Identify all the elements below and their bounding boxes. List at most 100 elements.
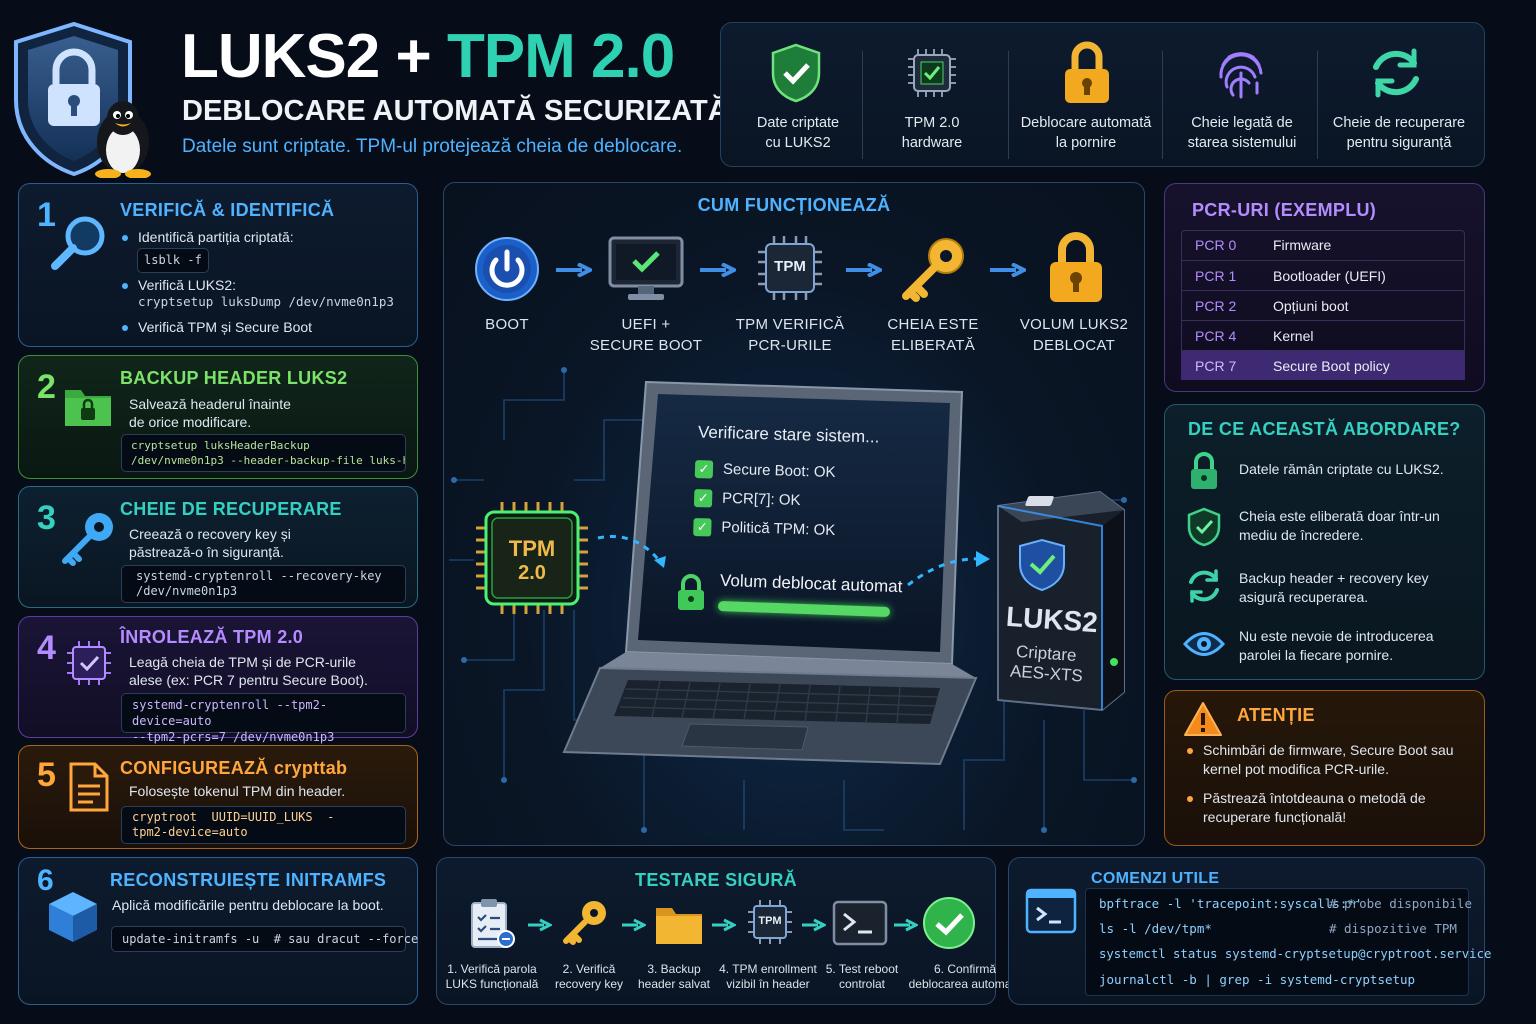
step-title: CONFIGUREAZĂ crypttab bbox=[120, 758, 348, 778]
chip-check-icon bbox=[65, 639, 113, 687]
check-tpm-policy: ✓Politică TPM: OK bbox=[693, 518, 835, 551]
screen-padlock-icon bbox=[676, 574, 706, 612]
test-arrow bbox=[622, 918, 646, 932]
step-3-panel: 3 CHEIE DE RECUPERARE Creează o recovery… bbox=[18, 486, 418, 608]
why-item: Datele rămân criptate cu LUKS2. bbox=[1239, 461, 1444, 477]
step-bullet: Verifică LUKS2: bbox=[121, 277, 237, 293]
warning-triangle-icon bbox=[1183, 701, 1223, 737]
why-shield-icon bbox=[1187, 507, 1221, 547]
command-line[interactable]: bpftrace -l 'tracepoint:syscalls:*' bbox=[1099, 896, 1363, 911]
cube-icon bbox=[45, 888, 101, 944]
check-secure-boot: ✓Secure Boot: OK bbox=[694, 460, 837, 493]
boot-power-icon bbox=[474, 236, 540, 302]
tpm-chip-label: TPM bbox=[774, 258, 806, 275]
command-line[interactable]: ls -l /dev/tpm* bbox=[1099, 921, 1212, 936]
step-title: RECONSTRUIEȘTE INITRAMFS bbox=[110, 870, 387, 890]
padlock-open-icon bbox=[1061, 41, 1113, 105]
code-tpm-enroll[interactable]: systemd-cryptenroll --tpm2-device=auto--… bbox=[121, 693, 406, 744]
why-panel: DE CE ACEASTĂ ABORDARE? Datele rămân cri… bbox=[1164, 404, 1485, 680]
test-chip-label: TPM bbox=[758, 915, 782, 927]
gold-key-icon bbox=[898, 234, 968, 304]
step-number: 4 bbox=[37, 629, 56, 667]
laptop-illustration bbox=[560, 378, 980, 770]
header-shield-icon bbox=[8, 18, 168, 178]
step-number: 6 bbox=[37, 864, 54, 897]
code-header-backup[interactable]: cryptsetup luksHeaderBackup/dev/nvme0n1p… bbox=[121, 434, 406, 472]
tpm-chip-text-1: TPM bbox=[508, 536, 556, 561]
folder-icon bbox=[654, 902, 704, 946]
key-icon bbox=[59, 507, 119, 567]
command-line[interactable]: systemctl status systemd-cryptsetup@cryp… bbox=[1099, 947, 1492, 961]
how-title: CUM FUNCȚIONEAZĂ bbox=[697, 195, 891, 215]
step-1-panel: 1 VERIFICĂ & IDENTIFICĂ Identifică parti… bbox=[18, 183, 418, 347]
flow-arrow bbox=[700, 263, 736, 277]
dashed-arrow-left bbox=[597, 535, 666, 568]
monitor-check-icon bbox=[608, 236, 684, 304]
eye-icon bbox=[1182, 629, 1226, 659]
small-key-icon bbox=[560, 898, 610, 948]
step-title: ÎNROLEAZĂ TPM 2.0 bbox=[120, 627, 304, 647]
flow-label-uefi: UEFI +SECURE BOOT bbox=[589, 316, 703, 354]
flow-label-boot: BOOT bbox=[485, 316, 529, 333]
title-luks2: LUKS2 + bbox=[181, 22, 432, 91]
code-recovery-key[interactable]: systemd-cryptenroll --recovery-key/dev/n… bbox=[121, 565, 406, 603]
why-recovery-icon bbox=[1185, 567, 1223, 605]
terminal-icon bbox=[832, 900, 888, 946]
test-title: TESTARE SIGURĂ bbox=[635, 870, 797, 890]
check-pcr7: ✓PCR[7]: OK bbox=[693, 489, 837, 522]
checkbox-icon: ✓ bbox=[693, 518, 712, 537]
step-4-panel: 4 ÎNROLEAZĂ TPM 2.0 Leagă cheia de TPM ș… bbox=[18, 616, 418, 744]
step-number: 5 bbox=[37, 756, 56, 794]
step-number: 3 bbox=[37, 499, 56, 537]
step-6-panel: 6 RECONSTRUIEȘTE INITRAMFS Aplică modifi… bbox=[18, 857, 418, 1005]
step-2-panel: 2 BACKUP HEADER LUKS2 Salvează headerul … bbox=[18, 355, 418, 479]
warning-panel: ATENȚIE Schimbări de firmware, Secure Bo… bbox=[1164, 690, 1485, 846]
why-title: DE CE ACEASTĂ ABORDARE? bbox=[1188, 419, 1461, 439]
command-line[interactable]: journalctl -b | grep -i systemd-cryptset… bbox=[1099, 972, 1416, 987]
luks2-label: LUKS2 bbox=[1005, 600, 1099, 639]
warning-title: ATENȚIE bbox=[1237, 705, 1315, 725]
step-number: 2 bbox=[37, 368, 56, 406]
page-subtitle: DEBLOCARE AUTOMATĂ SECURIZATĂ bbox=[182, 95, 729, 127]
code-initramfs[interactable]: update-initramfs -u # sau dracut --force bbox=[111, 926, 418, 952]
test-tpm-chip-icon: TPM bbox=[746, 898, 794, 946]
code-crypttab[interactable]: cryptroot UUID=UUID_LUKS -tpm2-device=au… bbox=[121, 806, 406, 844]
commands-title: COMENZI UTILE bbox=[1091, 870, 1220, 887]
safe-testing-panel: TESTARE SIGURĂ bbox=[436, 857, 996, 1005]
flow-arrow bbox=[556, 263, 592, 277]
fingerprint-icon bbox=[1213, 43, 1269, 103]
code-lsblk[interactable]: lsblk -f bbox=[137, 248, 209, 273]
page-tagline: Datele sunt criptate. TPM-ul protejează … bbox=[182, 136, 683, 157]
useful-commands-panel: COMENZI UTILE bpftrace -l 'tracepoint:sy… bbox=[1008, 857, 1491, 1005]
magnifier-icon bbox=[49, 212, 111, 274]
test-arrow bbox=[712, 918, 736, 932]
check-list: ✓Secure Boot: OK ✓PCR[7]: OK ✓Politică T… bbox=[693, 460, 837, 551]
test-arrow bbox=[802, 918, 826, 932]
code-luksdump[interactable]: cryptsetup luksDump /dev/nvme0n1p3 bbox=[138, 294, 394, 309]
dashed-arrow-right bbox=[907, 551, 990, 587]
tpm-chip-glow-icon: TPM 2.0 bbox=[470, 496, 594, 620]
step-bullet: Identifică partiția criptată: bbox=[122, 229, 294, 245]
shield-check-icon bbox=[770, 43, 822, 103]
command-comment: # dispozitive TPM bbox=[1329, 921, 1457, 936]
